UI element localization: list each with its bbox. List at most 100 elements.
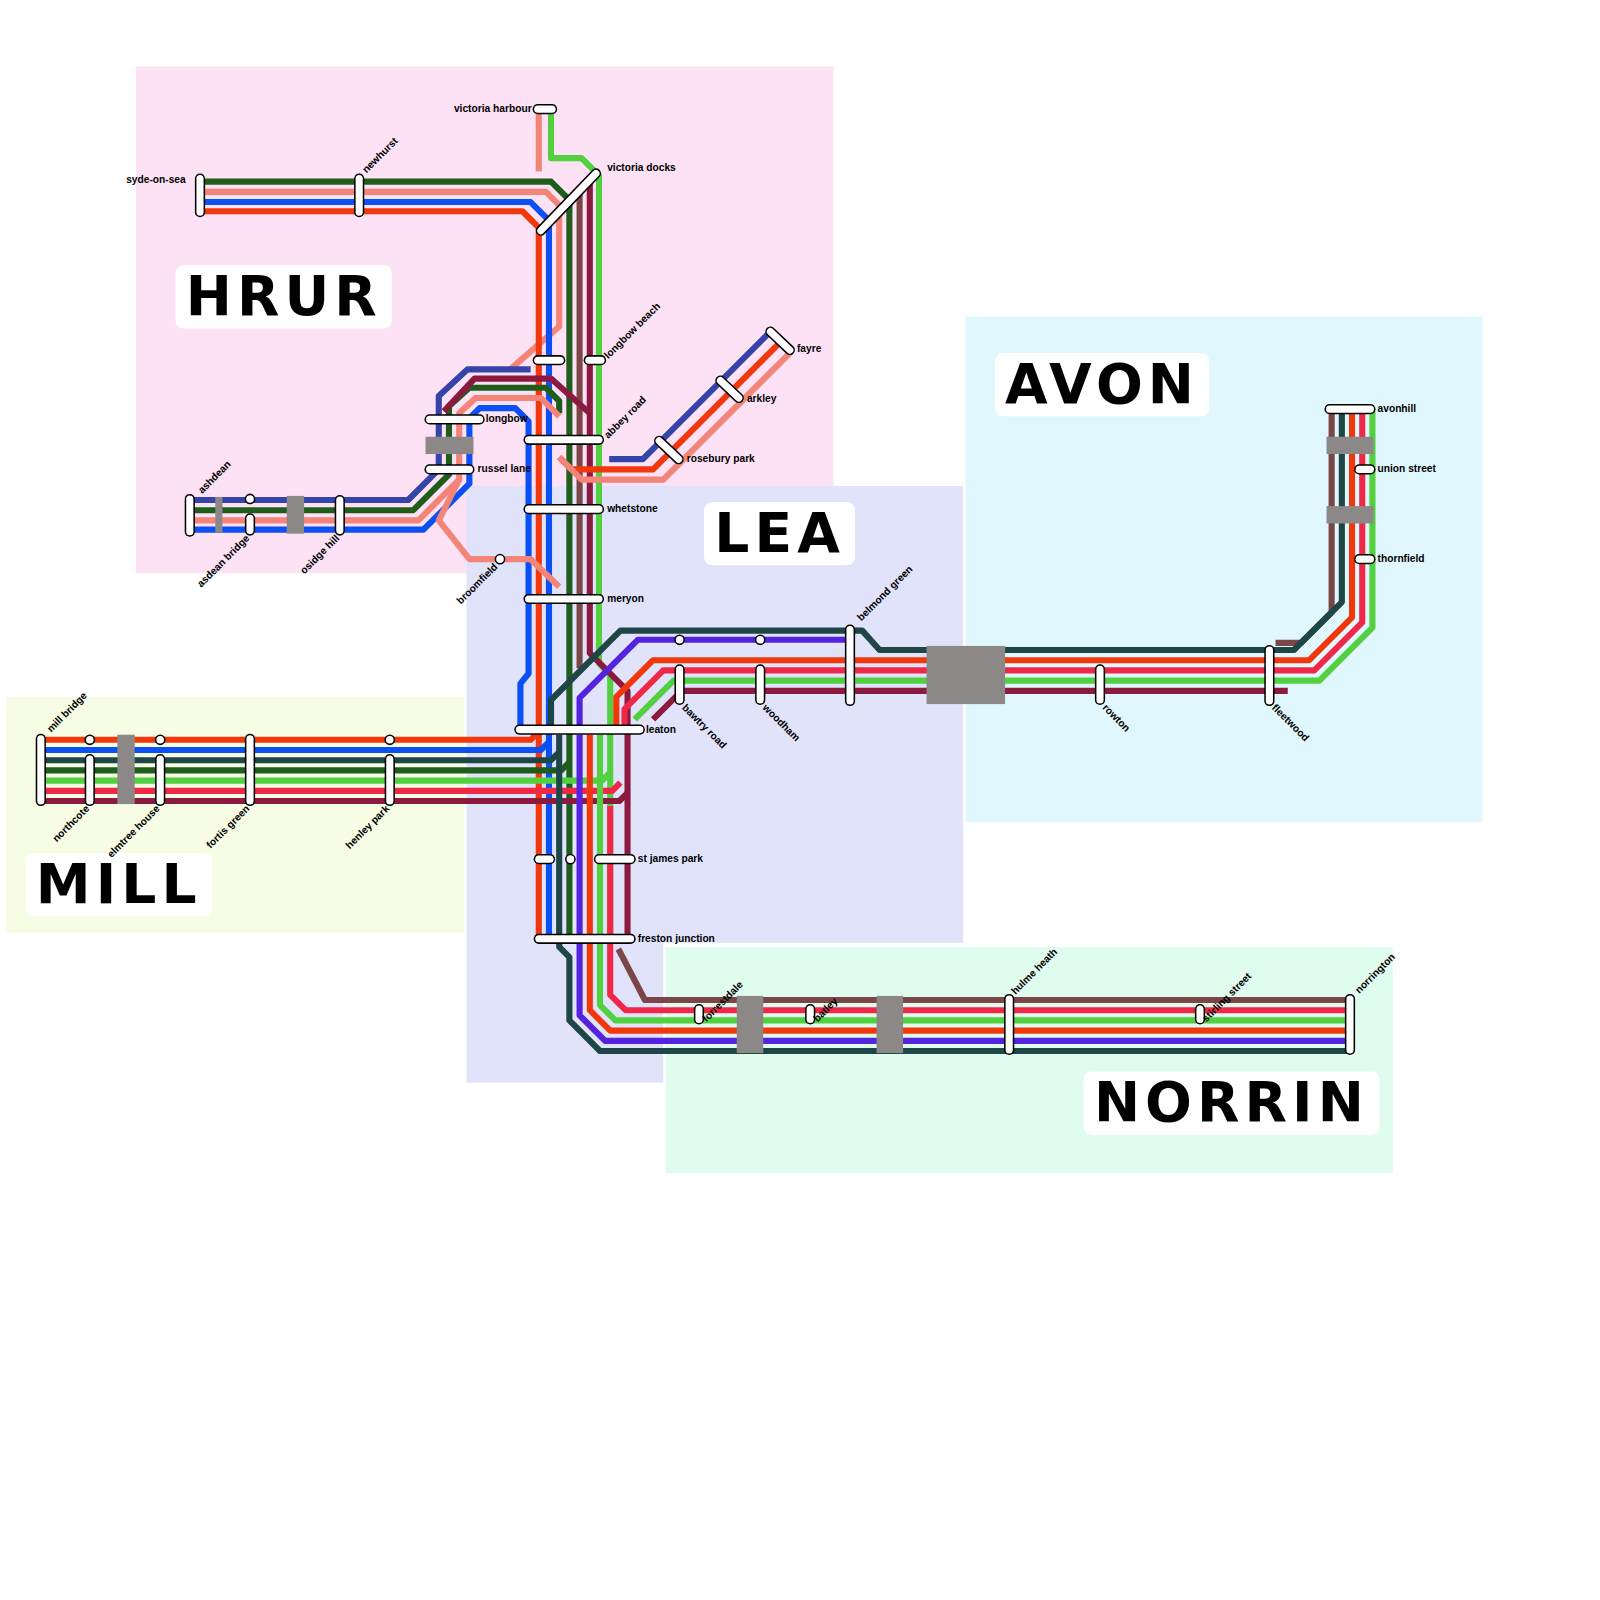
station-marker — [1330, 404, 1371, 414]
zone-region: AVON — [965, 316, 1482, 822]
station-marker — [1330, 406, 1371, 413]
station-marker — [659, 441, 678, 459]
station-marker — [539, 854, 550, 864]
zone-name: HRUR — [186, 269, 382, 324]
station-marker — [1264, 650, 1274, 701]
station-label: longbow — [486, 413, 528, 425]
station-label: rosebury park — [687, 453, 755, 465]
station-marker — [1359, 556, 1370, 563]
station-marker — [385, 735, 394, 744]
zone-name: MILL — [36, 857, 202, 912]
station-marker — [538, 355, 560, 365]
zone-name-box: LEA — [704, 502, 855, 565]
station-marker — [245, 494, 254, 503]
zone-name: LEA — [714, 506, 845, 561]
station-marker — [529, 504, 599, 514]
station-marker — [845, 630, 855, 701]
station-marker — [539, 934, 631, 944]
station-marker — [589, 355, 601, 365]
station-marker — [529, 506, 599, 513]
interchange-block — [877, 996, 904, 1053]
station-marker — [846, 630, 853, 701]
station-marker — [1266, 650, 1273, 701]
station-marker — [430, 416, 480, 423]
station-marker — [529, 436, 599, 443]
station-marker — [430, 464, 470, 474]
zone-shape — [965, 316, 1482, 822]
station-marker — [245, 518, 255, 530]
station-label: arkley — [747, 393, 777, 405]
station-marker — [519, 726, 639, 733]
zone-shape — [6, 697, 464, 933]
station-marker — [539, 856, 550, 863]
station-label: st james park — [638, 853, 703, 865]
station-marker — [1359, 554, 1370, 564]
station-marker — [589, 357, 601, 364]
station-marker — [85, 759, 95, 801]
station-marker — [599, 854, 631, 864]
station-marker — [156, 735, 165, 744]
station-marker — [336, 500, 343, 531]
station-marker — [1346, 999, 1353, 1050]
station-marker — [529, 435, 599, 445]
station-marker — [246, 739, 253, 801]
station-marker — [1359, 464, 1370, 474]
station-marker — [1004, 999, 1014, 1050]
station-label: meryon — [607, 593, 644, 605]
interchange-block — [117, 735, 134, 804]
station-marker — [674, 669, 684, 700]
station-label: russel lane — [478, 463, 531, 475]
zone-name-box: AVON — [995, 353, 1209, 416]
station-marker — [246, 518, 253, 530]
interchange-block — [737, 996, 764, 1053]
station-label: fayre — [797, 343, 821, 355]
station-marker — [519, 724, 639, 734]
interchange-block — [215, 497, 222, 533]
zone-region: HRUR — [136, 66, 834, 573]
interchange-block — [287, 496, 304, 534]
station-marker — [529, 595, 599, 602]
station-marker — [495, 555, 504, 564]
station-marker — [386, 759, 393, 801]
station-label: freston junction — [638, 933, 715, 945]
station-marker — [566, 855, 575, 864]
station-label: whetstone — [607, 503, 657, 515]
zone-shape — [665, 947, 1393, 1174]
station-marker — [1345, 999, 1355, 1050]
station-marker — [36, 739, 46, 801]
station-marker — [1096, 669, 1103, 700]
station-marker — [720, 381, 738, 398]
station-marker — [599, 856, 631, 863]
station-marker — [196, 179, 203, 213]
zone-name-box: MILL — [26, 853, 212, 916]
station-marker — [538, 104, 552, 114]
station-label: victoria docks — [607, 162, 676, 174]
station-marker — [335, 500, 345, 531]
station-label: thornfield — [1378, 553, 1425, 565]
station-marker — [756, 635, 765, 644]
station-marker — [430, 466, 470, 473]
zone-fill — [466, 486, 963, 1083]
station-marker — [538, 357, 560, 364]
station-marker — [538, 106, 552, 113]
station-marker — [755, 669, 765, 700]
station-marker — [430, 414, 480, 424]
metro-line — [536, 110, 542, 171]
interchange-block — [1327, 437, 1374, 454]
station-marker — [675, 635, 684, 644]
station-marker — [757, 669, 764, 700]
station-marker — [356, 179, 363, 213]
station-marker — [385, 759, 395, 801]
station-marker — [85, 735, 94, 744]
station-label: avonhill — [1378, 403, 1417, 415]
station-label: victoria harbour — [454, 103, 532, 115]
interchange-block — [426, 437, 474, 454]
station-marker — [659, 441, 678, 459]
station-marker — [157, 759, 164, 801]
zone-name-box: NORRIN — [1084, 1071, 1379, 1134]
station-marker — [676, 669, 683, 700]
station-marker — [539, 935, 631, 942]
station-marker — [529, 594, 599, 604]
